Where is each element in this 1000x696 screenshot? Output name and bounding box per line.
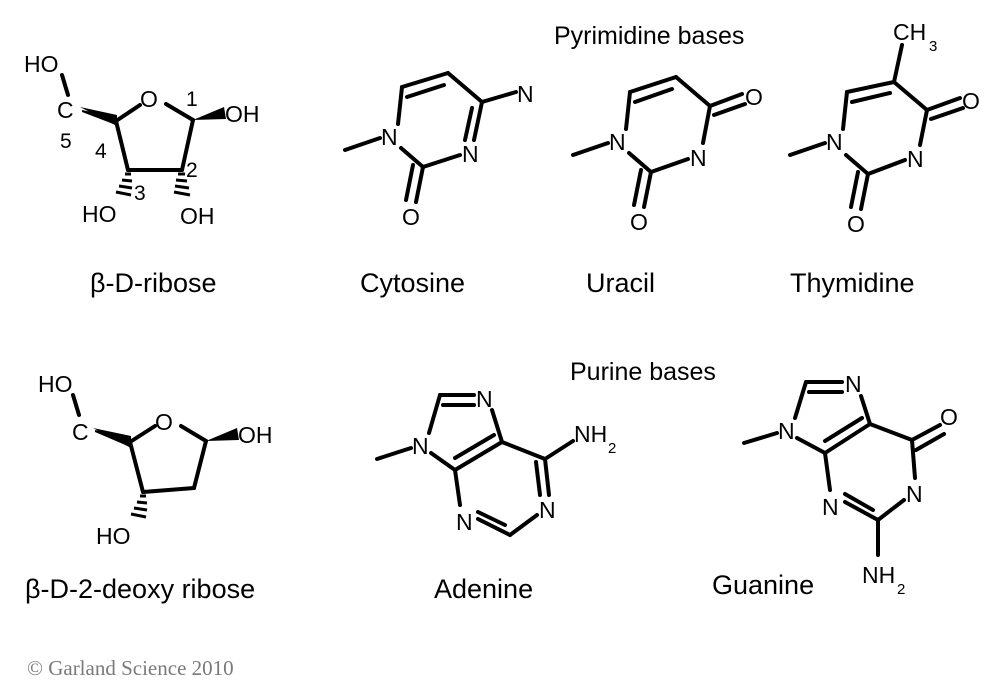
copyright-notice: © Garland Science 2010 <box>27 656 234 680</box>
ribose-oh2: OH <box>180 203 215 229</box>
deoxyribose-c5: C <box>72 419 89 445</box>
deoxyribose-ho3: HO <box>96 523 131 549</box>
deoxyribose-structure: HO C O OH HO <box>38 371 273 549</box>
thymidine-n3: N <box>907 146 924 172</box>
guanine-structure: N N O N N NH 2 <box>742 371 958 598</box>
ribose-c5: C <box>57 97 74 123</box>
uracil-n3: N <box>690 145 707 171</box>
adenine-n3: N <box>456 509 473 535</box>
uracil-n1: N <box>609 129 626 155</box>
cytosine-n3: N <box>462 141 479 167</box>
ribose-ho3: HO <box>82 201 117 227</box>
ribose-structure: HO C 5 O 1 2 3 4 OH HO <box>24 51 260 229</box>
adenine-nh2-sub: 2 <box>608 440 616 457</box>
guanine-n1: N <box>906 481 923 507</box>
thymidine-o2: O <box>847 211 865 237</box>
uracil-o4: O <box>745 84 763 110</box>
adenine-structure: N N NH 2 N N <box>375 386 616 537</box>
cytosine-n1: N <box>381 124 398 150</box>
deoxyribose-ring-o: O <box>155 409 173 435</box>
deoxyribose-ho5: HO <box>38 371 73 397</box>
thymidine-structure: CH 3 N O N O <box>788 19 980 237</box>
ribose-num-4: 4 <box>95 140 107 163</box>
thymidine-ch3-sub: 3 <box>929 38 937 55</box>
ribose-num-3: 3 <box>134 182 146 205</box>
ribose-ho5: HO <box>24 51 59 77</box>
cytosine-n4: N <box>517 81 534 107</box>
deoxyribose-oh1: OH <box>238 422 273 448</box>
guanine-n7: N <box>845 371 862 397</box>
thymidine-n1: N <box>826 129 843 155</box>
uracil-structure: N O N O <box>571 75 763 235</box>
ribose-num-2: 2 <box>186 159 198 182</box>
uracil-o2: O <box>630 209 648 235</box>
adenine-n7: N <box>476 386 493 412</box>
thymidine-o4: O <box>962 88 980 114</box>
ribose-oh1: OH <box>225 101 260 127</box>
cytosine-structure: N N N O <box>343 71 534 230</box>
ribose-label: β-D-ribose <box>90 268 217 298</box>
guanine-nh2: NH <box>862 562 895 588</box>
guanine-n9: N <box>778 418 795 444</box>
cytosine-o2: O <box>402 204 420 230</box>
guanine-o6: O <box>940 404 958 430</box>
adenine-label: Adenine <box>434 574 534 604</box>
purine-bases-heading: Purine bases <box>570 358 716 386</box>
ribose-num-5: 5 <box>60 130 72 153</box>
thymidine-label: Thymidine <box>790 268 915 298</box>
guanine-nh2-sub: 2 <box>897 581 905 598</box>
ribose-ring-o: O <box>140 86 158 112</box>
uracil-label: Uracil <box>586 268 656 298</box>
thymidine-ch3: CH <box>893 19 926 45</box>
deoxyribose-label: β-D-2-deoxy ribose <box>25 574 256 604</box>
guanine-n3: N <box>822 494 839 520</box>
adenine-n9: N <box>412 433 429 459</box>
guanine-label: Guanine <box>712 570 815 600</box>
adenine-n1: N <box>539 497 556 523</box>
ribose-num-1: 1 <box>186 88 198 111</box>
adenine-nh2: NH <box>574 421 607 447</box>
pyrimidine-bases-heading: Pyrimidine bases <box>554 22 745 50</box>
cytosine-label: Cytosine <box>360 268 466 298</box>
